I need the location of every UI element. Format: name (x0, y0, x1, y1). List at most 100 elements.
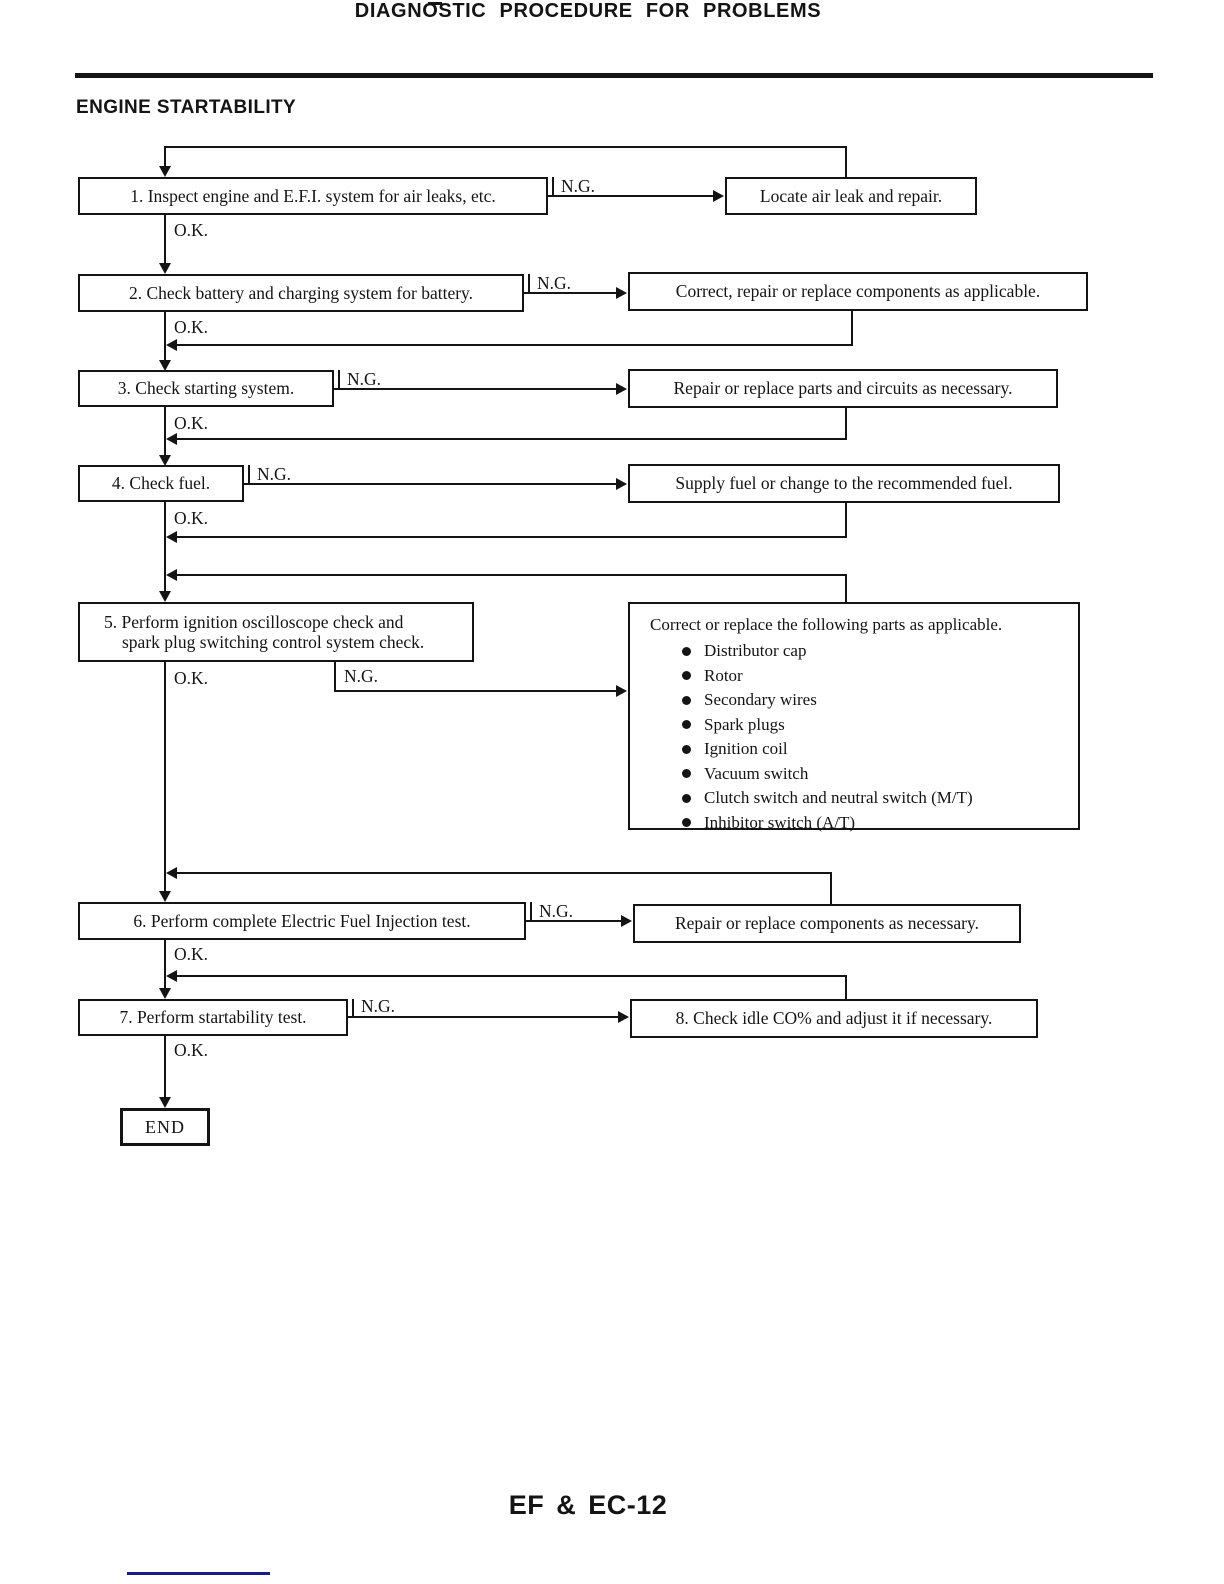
flow-line (164, 146, 847, 148)
flow-line (334, 690, 617, 692)
ng-tick (530, 902, 532, 921)
flow-line (164, 146, 166, 170)
step-5-box: 5. Perform ignition oscilloscope check a… (78, 602, 474, 662)
action-3-box: Repair or replace parts and circuits as … (628, 369, 1058, 408)
flow-line (164, 502, 166, 597)
ng-tick (552, 177, 554, 196)
ok-label: O.K. (172, 668, 211, 688)
bullet-icon (682, 671, 691, 681)
flow-line (851, 311, 853, 345)
step-1-text: 1. Inspect engine and E.F.I. system for … (130, 185, 496, 206)
flow-line (164, 1035, 166, 1100)
flow-line (176, 872, 832, 874)
action-5-box: Correct or replace the following parts a… (628, 602, 1080, 832)
ng-label: N.G. (559, 176, 598, 196)
flow-line (845, 575, 847, 602)
arrowhead-right (616, 685, 627, 697)
list-item-text: Clutch switch and neutral switch (M/T) (704, 788, 973, 808)
step-8-text: 8. Check idle CO% and adjust it if neces… (675, 1008, 993, 1029)
bullet-icon (682, 818, 691, 828)
arrowhead-down (159, 263, 171, 274)
ng-label: N.G. (342, 666, 381, 686)
ng-label: N.G. (359, 996, 398, 1016)
arrowhead-down (159, 1097, 171, 1108)
list-item: Distributor cap (650, 639, 1066, 664)
flow-line (176, 344, 853, 346)
arrowhead-down (159, 591, 171, 602)
arrowhead-right (616, 287, 627, 299)
footer-page-ref: EF & EC-12 (508, 1490, 668, 1520)
arrowhead-right (616, 478, 627, 490)
flow-line (164, 312, 166, 364)
step-6-text: 6. Perform complete Electric Fuel Inject… (133, 910, 471, 931)
section-heading: ENGINE STARTABILITY (76, 97, 297, 118)
step-1-box: 1. Inspect engine and E.F.I. system for … (78, 177, 548, 215)
bullet-icon (682, 744, 691, 754)
flow-line (176, 975, 847, 977)
ng-tick (352, 999, 354, 1017)
footer-rule (127, 1572, 270, 1575)
flow-line (176, 536, 847, 538)
flow-line (548, 195, 714, 197)
step-5-text-line2: spark plug switching control system chec… (122, 632, 425, 652)
arrowhead-right (713, 190, 724, 202)
arrowhead-left (166, 867, 177, 879)
action-2-text: Correct, repair or replace components as… (675, 281, 1041, 302)
step-2-text: 2. Check battery and charging system for… (128, 282, 474, 303)
step-8-box: 8. Check idle CO% and adjust it if neces… (630, 999, 1038, 1038)
arrowhead-left (166, 531, 177, 543)
list-item: Spark plugs (650, 713, 1066, 738)
ok-label: O.K. (172, 508, 211, 528)
end-text: END (145, 1116, 185, 1137)
flow-line (164, 215, 166, 267)
arrowhead-right (618, 1011, 629, 1023)
ok-label: O.K. (172, 413, 211, 433)
step-5-text-line1: 5. Perform ignition oscilloscope check a… (104, 611, 404, 632)
ng-tick (528, 274, 530, 293)
list-item: Ignition coil (650, 737, 1066, 762)
list-item: Rotor (650, 664, 1066, 689)
scan-artifact (428, 2, 442, 5)
ok-label: O.K. (172, 944, 211, 964)
ng-label: N.G. (537, 901, 576, 921)
flow-line (845, 408, 847, 439)
arrowhead-down (159, 891, 171, 902)
arrowhead-down (159, 455, 171, 466)
list-item: Vacuum switch (650, 762, 1066, 787)
step-6-box: 6. Perform complete Electric Fuel Inject… (78, 902, 526, 940)
flow-line (845, 976, 847, 1000)
arrowhead-left (166, 339, 177, 351)
step-2-box: 2. Check battery and charging system for… (78, 274, 524, 312)
action-6-text: Repair or replace components as necessar… (674, 913, 979, 934)
arrowhead-left (166, 433, 177, 445)
ng-tick (338, 370, 340, 389)
ng-label: N.G. (345, 369, 384, 389)
flow-line (164, 661, 166, 897)
arrowhead-left (166, 970, 177, 982)
step-3-text: 3. Check starting system. (117, 378, 295, 399)
action-2-box: Correct, repair or replace components as… (628, 272, 1088, 311)
step-4-text: 4. Check fuel. (111, 473, 211, 494)
flow-line (164, 940, 166, 995)
action-4-box: Supply fuel or change to the recommended… (628, 464, 1060, 503)
flow-line (244, 483, 617, 485)
arrowhead-down (159, 166, 171, 177)
bullet-icon (682, 646, 691, 656)
flow-line (348, 1016, 619, 1018)
step-7-text: 7. Perform startability test. (119, 1007, 307, 1028)
list-item-text: Spark plugs (704, 714, 785, 734)
list-item-text: Inhibitor switch (A/T) (704, 812, 856, 832)
flow-line (334, 388, 617, 390)
step-4-box: 4. Check fuel. (78, 465, 244, 502)
list-item: Inhibitor switch (A/T) (650, 811, 1066, 836)
arrowhead-right (616, 383, 627, 395)
action-4-text: Supply fuel or change to the recommended… (675, 473, 1013, 494)
bullet-icon (682, 720, 691, 730)
ng-tick (248, 465, 250, 484)
list-item-text: Distributor cap (704, 641, 807, 661)
bullet-icon (682, 695, 691, 705)
arrowhead-right (621, 915, 632, 927)
bullet-icon (682, 793, 691, 803)
arrowhead-down (159, 988, 171, 999)
action-3-text: Repair or replace parts and circuits as … (673, 378, 1013, 399)
